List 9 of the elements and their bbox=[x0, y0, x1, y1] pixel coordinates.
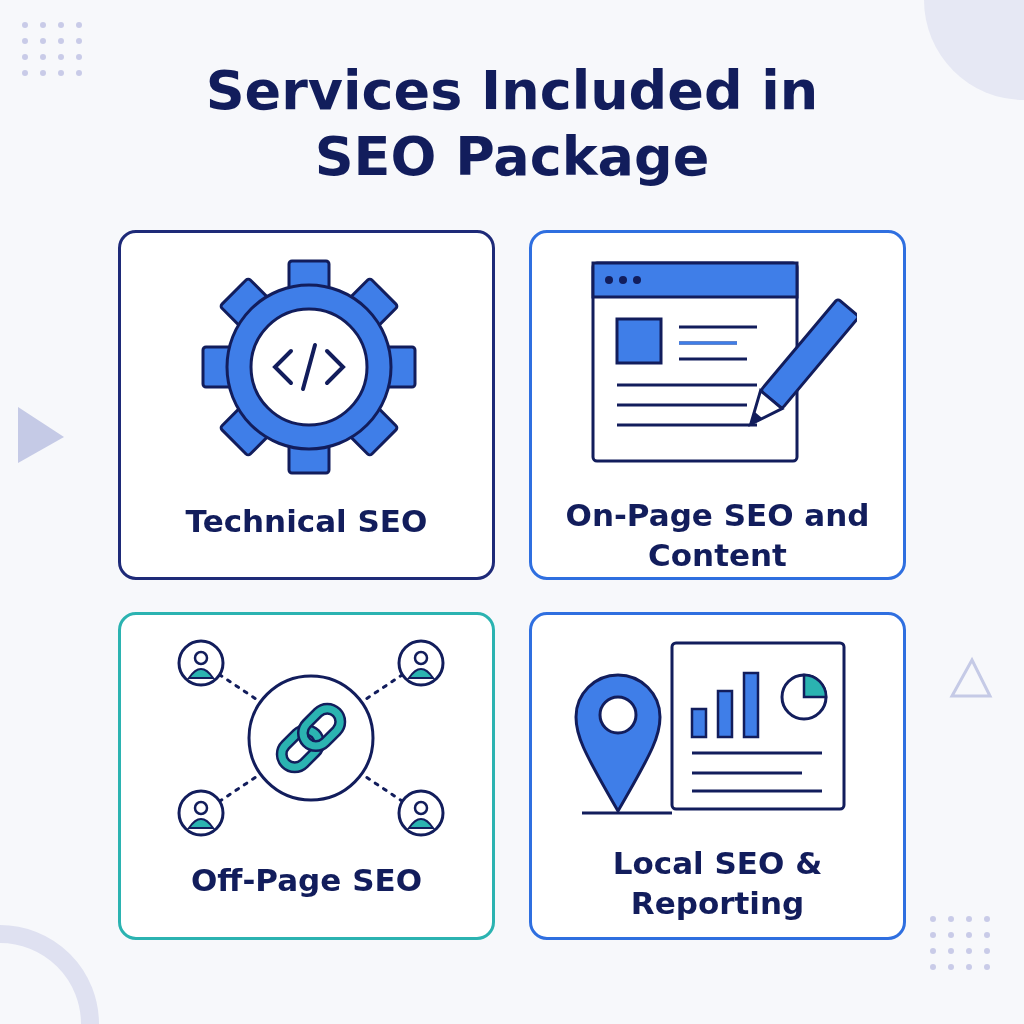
service-label: Off-Page SEO bbox=[190, 861, 423, 900]
service-card bbox=[529, 612, 906, 940]
service-card bbox=[118, 230, 495, 580]
service-card bbox=[118, 612, 495, 940]
service-label: Technical SEO bbox=[184, 502, 429, 541]
service-label: Local SEO & Reporting bbox=[611, 844, 824, 924]
title: Services Included in SEO Package bbox=[204, 58, 820, 190]
service-label: On-Page SEO and Content bbox=[564, 496, 871, 576]
service-card bbox=[529, 230, 906, 580]
